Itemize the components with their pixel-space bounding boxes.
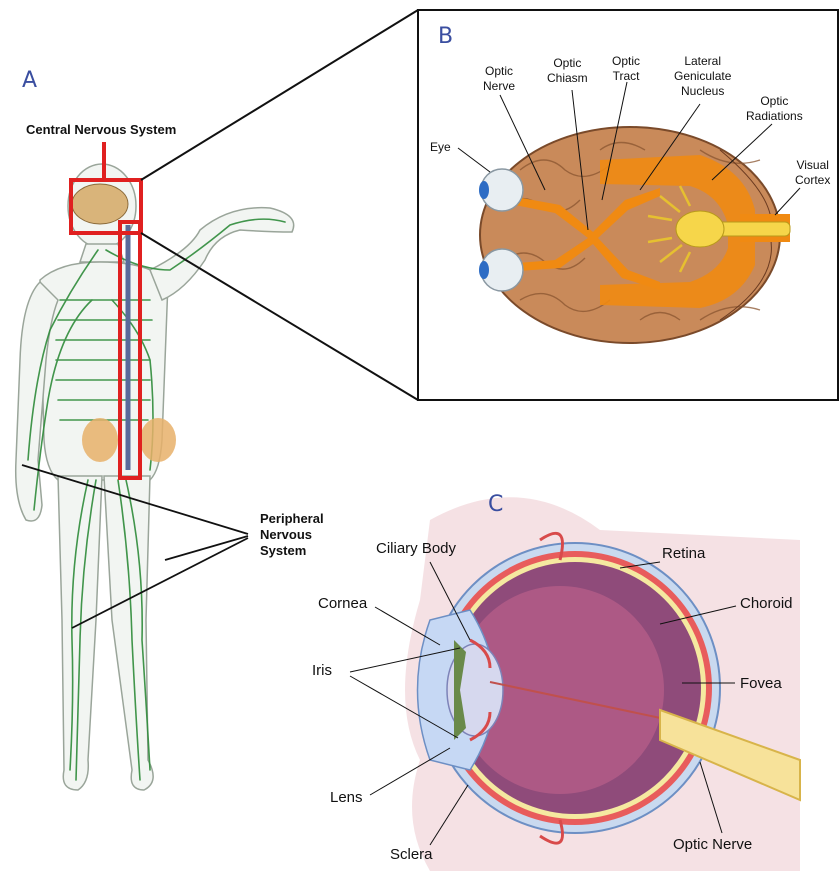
label-optic-chiasm-line-1: Optic bbox=[547, 56, 588, 71]
label-optic-tract-line-2: Tract bbox=[612, 69, 640, 84]
label-cornea: Cornea bbox=[318, 595, 367, 612]
pns-label: Peripheral Nervous System bbox=[260, 511, 324, 559]
label-optic-tract: Optic Tract bbox=[612, 54, 640, 84]
cns-label: Central Nervous System bbox=[26, 122, 176, 138]
label-fovea: Fovea bbox=[740, 675, 782, 692]
human-body-figure bbox=[16, 164, 294, 790]
label-optic-nerve-line-1: Optic bbox=[483, 64, 515, 79]
pns-label-line-3: System bbox=[260, 543, 324, 559]
label-retina: Retina bbox=[662, 545, 705, 562]
label-optic-chiasm: Optic Chiasm bbox=[547, 56, 588, 86]
label-lgn-line-2: Geniculate bbox=[674, 69, 731, 84]
pns-label-line-2: Nervous bbox=[260, 527, 324, 543]
panel-letter-a: A bbox=[22, 68, 37, 93]
label-iris: Iris bbox=[312, 662, 332, 679]
label-optic-nerve-line-2: Nerve bbox=[483, 79, 515, 94]
label-lgn: Lateral Geniculate Nucleus bbox=[674, 54, 731, 99]
zoom-lines bbox=[141, 10, 418, 400]
label-ciliary-body: Ciliary Body bbox=[376, 540, 456, 557]
label-optic-radiations: Optic Radiations bbox=[746, 94, 803, 124]
panel-letter-b: B bbox=[438, 24, 453, 49]
label-optic-nerve-c: Optic Nerve bbox=[673, 836, 752, 853]
label-lgn-line-1: Lateral bbox=[674, 54, 731, 69]
label-optic-radiations-line-1: Optic bbox=[746, 94, 803, 109]
pns-label-line-1: Peripheral bbox=[260, 511, 324, 527]
label-optic-radiations-line-2: Radiations bbox=[746, 109, 803, 124]
label-visual-cortex-line-1: Visual bbox=[795, 158, 830, 173]
label-eye: Eye bbox=[430, 140, 451, 155]
label-optic-nerve: Optic Nerve bbox=[483, 64, 515, 94]
label-optic-chiasm-line-2: Chiasm bbox=[547, 71, 588, 86]
label-sclera: Sclera bbox=[390, 846, 433, 863]
label-visual-cortex-line-2: Cortex bbox=[795, 173, 830, 188]
panel-letter-c: C bbox=[488, 492, 503, 517]
label-optic-tract-line-1: Optic bbox=[612, 54, 640, 69]
label-lens: Lens bbox=[330, 789, 363, 806]
label-visual-cortex: Visual Cortex bbox=[795, 158, 830, 188]
label-choroid: Choroid bbox=[740, 595, 793, 612]
label-lgn-line-3: Nucleus bbox=[674, 84, 731, 99]
